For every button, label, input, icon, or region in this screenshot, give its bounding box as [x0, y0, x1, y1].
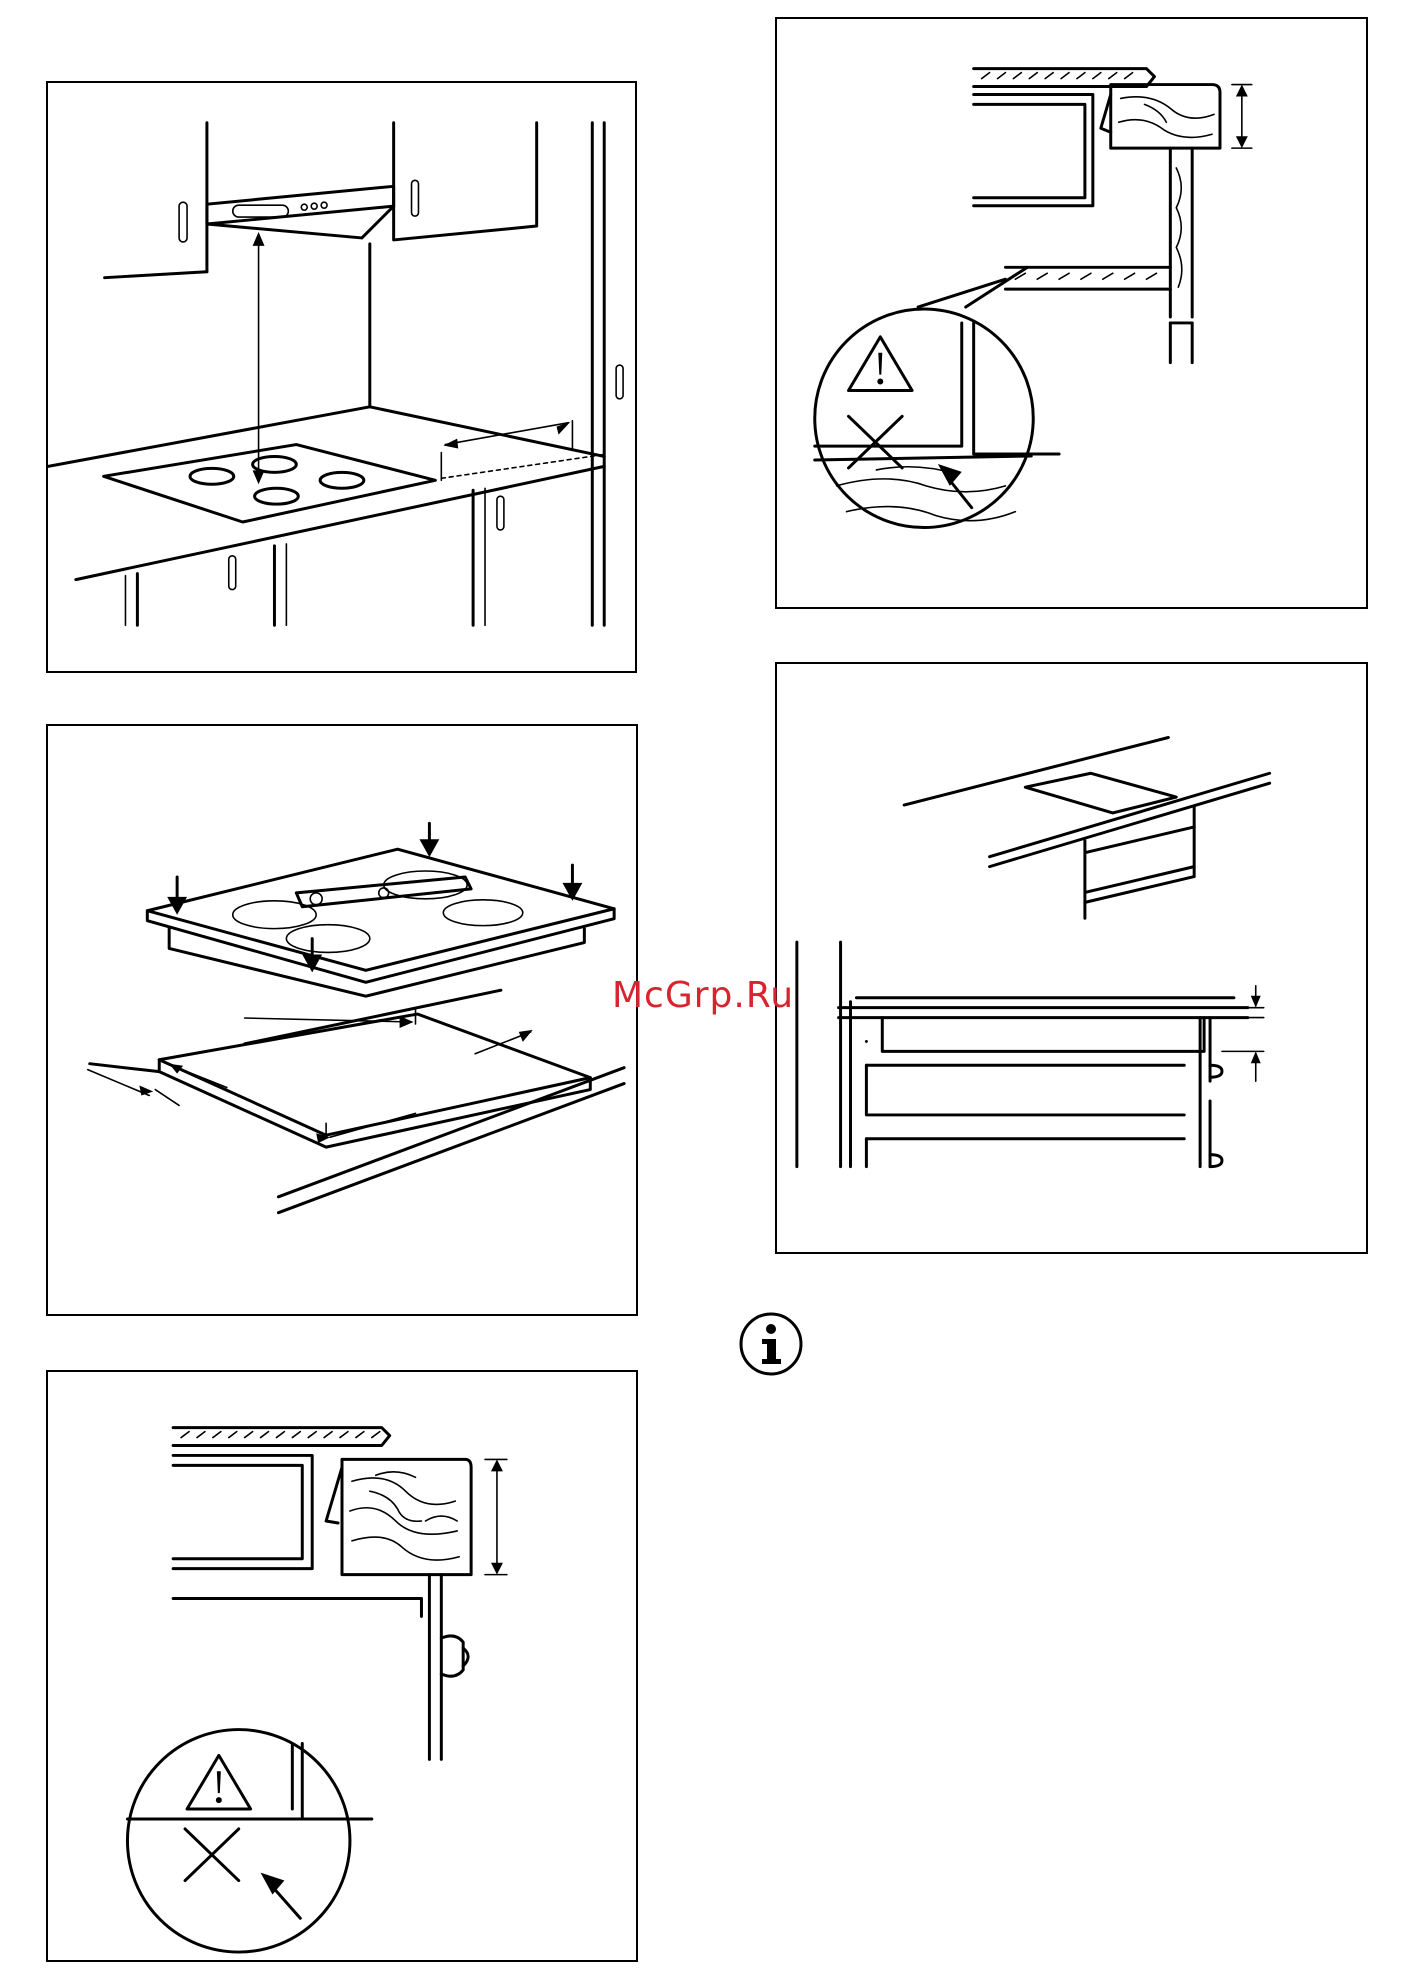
info-icon	[738, 1311, 804, 1377]
worktop-support-drawing	[777, 19, 1366, 607]
figure-worktop-edge-warning	[46, 1370, 638, 1962]
hood-clearance-drawing	[48, 83, 635, 671]
figure-hob-levelling-seal	[46, 724, 638, 1316]
figure-worktop-support-warning	[775, 17, 1368, 609]
hob-levelling-drawing	[48, 726, 636, 1314]
figure-installation-gaps	[775, 662, 1368, 1254]
worktop-edge-drawing	[48, 1372, 636, 1960]
installation-gaps-drawing	[777, 664, 1366, 1252]
figure-hood-clearance	[46, 81, 637, 673]
watermark-text: McGrp.Ru	[612, 975, 794, 1016]
